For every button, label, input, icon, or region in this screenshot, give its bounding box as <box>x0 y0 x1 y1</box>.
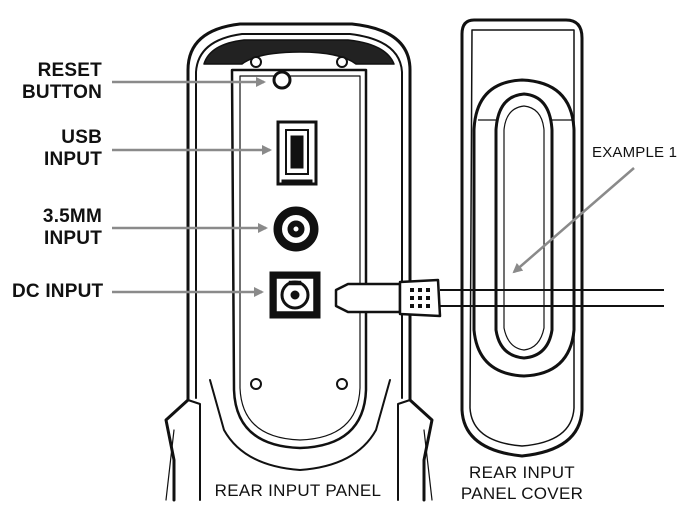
usb-label-line-1: USB <box>61 127 102 148</box>
dc-input-port <box>269 271 321 319</box>
audio-label-line-1: 3.5MM <box>42 206 102 227</box>
cover-caption-line-1: REAR INPUT <box>469 463 575 482</box>
usb-input-label: USB INPUT <box>20 127 102 171</box>
leader-arrows <box>112 77 635 297</box>
reset-button-hole <box>272 70 292 90</box>
panel-screws <box>250 56 348 390</box>
cover-caption-line-2: PANEL COVER <box>460 484 584 503</box>
audio-input-label: 3.5MM INPUT <box>20 206 102 250</box>
example-1-label: EXAMPLE 1 <box>592 144 678 161</box>
screw-top-left <box>250 56 262 68</box>
audio-label-line-2: INPUT <box>44 228 102 249</box>
reset-label-line-1: RESET <box>37 60 102 81</box>
screw-top-right <box>336 56 348 68</box>
reset-label-line-2: BUTTON <box>21 82 102 103</box>
rear-input-panel-housing <box>164 22 434 502</box>
audio-jack-3-5mm <box>273 206 319 252</box>
arrow-example <box>512 167 635 274</box>
rear-input-panel-cover <box>460 18 584 458</box>
usb-port <box>276 120 318 186</box>
reset-button-label: RESET BUTTON <box>20 60 102 104</box>
dc-input-label: DC INPUT <box>12 281 104 302</box>
screw-bottom-left <box>250 378 262 390</box>
usb-label-line-2: INPUT <box>44 149 102 170</box>
screw-bottom-right <box>336 378 348 390</box>
rear-input-panel-cover-caption: REAR INPUT PANEL COVER <box>440 462 604 504</box>
rear-input-panel-caption: REAR INPUT PANEL <box>214 481 382 500</box>
power-cable <box>334 278 664 318</box>
